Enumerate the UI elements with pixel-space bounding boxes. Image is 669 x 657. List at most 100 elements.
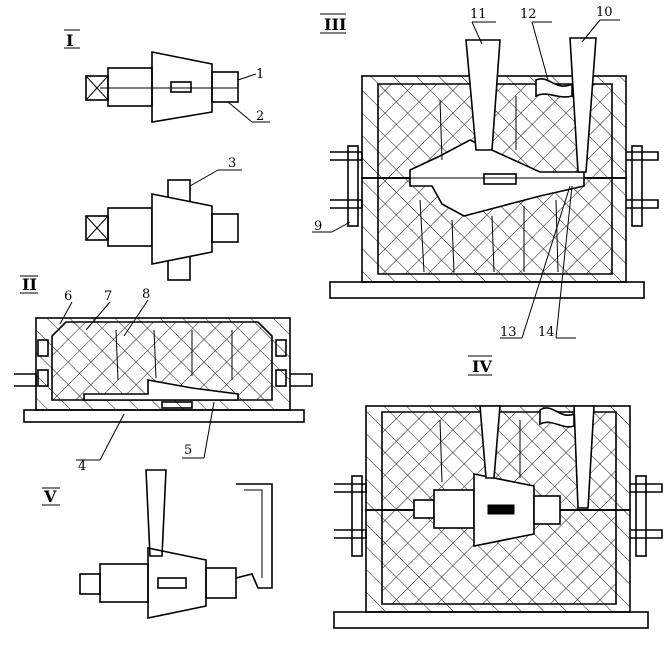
riser-inner	[244, 489, 263, 578]
vent-line	[439, 419, 443, 483]
casting-shaft-right	[533, 495, 561, 525]
callout-13: 13	[500, 325, 517, 340]
half-pattern	[83, 379, 239, 401]
leader-1	[237, 73, 257, 81]
casting-shaft-end	[413, 499, 435, 519]
shaft-left	[99, 563, 149, 603]
casting-shaft-left	[433, 489, 475, 529]
shaft-left	[107, 207, 153, 247]
callout-11: 11	[470, 7, 487, 22]
core-slot	[170, 81, 192, 93]
lug	[626, 199, 659, 209]
callout-4: 4	[78, 459, 86, 474]
riser	[235, 483, 273, 589]
shaft-right	[211, 71, 239, 103]
flask-lug	[275, 369, 287, 387]
leader-3	[189, 169, 219, 187]
mould-board	[23, 409, 305, 423]
section-label-3: III	[324, 15, 346, 34]
leader-8	[123, 299, 149, 337]
vent-12	[535, 77, 573, 98]
section-5-casting: V	[42, 469, 273, 619]
callout-14: 14	[538, 325, 555, 340]
callout-5: 5	[184, 443, 192, 458]
vent	[539, 407, 575, 428]
cross-line	[85, 75, 109, 101]
vent	[115, 329, 119, 381]
flask-handle-right	[290, 373, 313, 387]
leader-14	[555, 185, 573, 339]
flask-handle-left	[14, 373, 37, 387]
leader-2	[227, 101, 253, 123]
sprue-10	[569, 37, 597, 173]
shaft-left	[107, 67, 153, 107]
callout-1: 1	[256, 67, 264, 82]
leader-11	[471, 21, 483, 45]
callout-3: 3	[228, 156, 236, 171]
callout-12: 12	[520, 7, 537, 22]
clamp-pin-right	[631, 145, 643, 227]
lug	[630, 529, 663, 539]
callout-6: 6	[64, 289, 72, 304]
bottom-board	[329, 281, 645, 299]
leader-10	[581, 19, 601, 43]
lug	[330, 199, 363, 209]
leader-9	[331, 221, 351, 233]
vent	[419, 199, 425, 273]
vent	[153, 329, 157, 379]
clamp-pin-left	[351, 475, 363, 557]
lug	[630, 483, 663, 493]
vent	[439, 99, 443, 161]
leader-13	[521, 185, 571, 339]
lug	[330, 151, 363, 161]
sprue	[479, 405, 501, 479]
section-3-mould: III 11	[312, 5, 659, 340]
cone-body	[147, 547, 207, 619]
flask-lug	[37, 339, 49, 357]
slot-insert	[161, 401, 193, 409]
section-4-poured: IV	[333, 355, 663, 629]
lug	[626, 151, 659, 161]
shaft-right	[211, 213, 239, 243]
callout-2: 2	[256, 109, 264, 124]
riser	[573, 405, 595, 509]
core	[487, 504, 515, 515]
section-label-5: V	[43, 487, 57, 506]
lug	[334, 483, 367, 493]
leader-12	[531, 21, 549, 81]
core	[483, 173, 517, 185]
flask-lug	[275, 339, 287, 357]
flask-lug	[37, 369, 49, 387]
section-label-1: I	[66, 31, 73, 50]
bottom-board	[333, 611, 649, 629]
cone-body	[151, 51, 213, 123]
clamp-pin-left	[347, 145, 359, 227]
moulding-sand	[51, 321, 273, 401]
shaft-end-left	[79, 573, 101, 595]
leader-5	[203, 401, 215, 459]
pattern-with-core-prints: 3	[85, 156, 242, 281]
sprue-11	[465, 39, 501, 151]
sprue	[145, 469, 167, 557]
vent	[451, 219, 455, 273]
section-label-2: II	[22, 275, 37, 294]
cone-body	[151, 193, 213, 265]
callout-9: 9	[314, 219, 322, 234]
section-label-4: IV	[472, 357, 492, 376]
section-2-drag: II 6 7 8 4 5	[14, 275, 313, 474]
vent	[555, 199, 559, 273]
shaft-right	[205, 567, 237, 599]
vent	[491, 215, 495, 273]
core-slot	[157, 577, 187, 589]
callout-8: 8	[142, 287, 150, 302]
leader-4	[99, 413, 125, 461]
clamp-pin-right	[635, 475, 647, 557]
cross-line	[85, 215, 109, 241]
callout-7: 7	[104, 289, 112, 304]
leader-6	[59, 301, 73, 325]
section-1-pattern: I 1 2	[64, 29, 270, 124]
leader-7	[85, 301, 111, 331]
lug	[334, 529, 367, 539]
